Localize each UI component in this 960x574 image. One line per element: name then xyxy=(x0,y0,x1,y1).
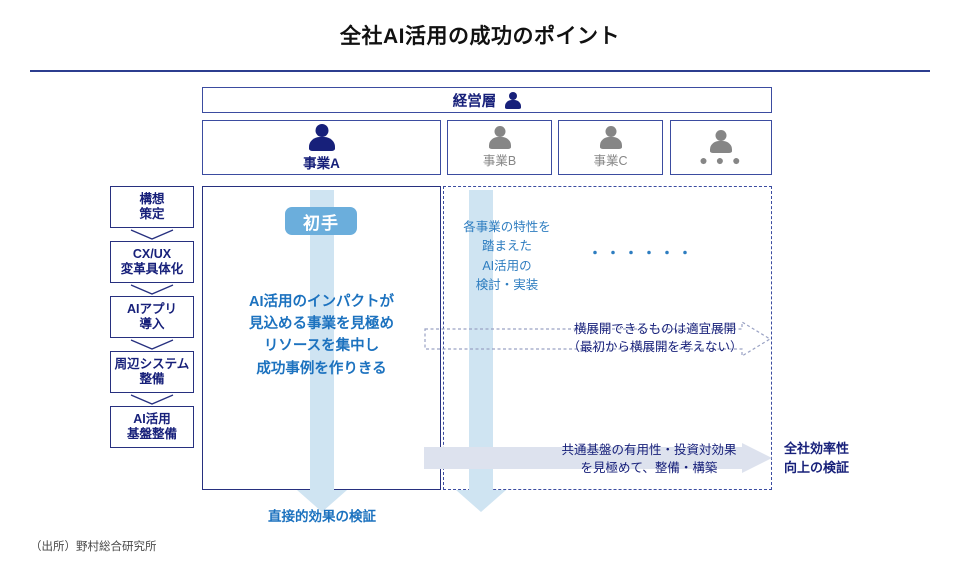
phase-line-1: 周辺システム xyxy=(114,357,190,372)
phase-box-1[interactable]: 構想 策定 xyxy=(110,186,194,228)
business-unit-more[interactable]: ● ● ● xyxy=(670,120,772,175)
first-move-badge: 初手 xyxy=(285,207,357,235)
business-unit-label: 事業A xyxy=(303,155,340,171)
other-business-approach-text: 各事業の特性を 踏まえた AI活用の 検討・実装 xyxy=(463,220,551,293)
phase-line-1: AIアプリ xyxy=(126,302,177,317)
title-divider xyxy=(30,70,930,72)
business-a-strategy-text: AI活用のインパクトが 見込める事業を見極め リソースを集中し 成功事例を作りき… xyxy=(249,294,394,377)
person-icon xyxy=(488,126,511,149)
phase-connector-2 xyxy=(130,284,174,295)
person-icon xyxy=(308,123,335,151)
phase-line-1: CX/UX xyxy=(132,247,172,262)
person-icon xyxy=(505,91,522,109)
phase-connector-3 xyxy=(130,339,174,350)
page-title: 全社AI活用の成功のポイント xyxy=(340,25,620,48)
executive-layer-box: 経営層 xyxy=(202,87,772,113)
business-unit-a[interactable]: 事業A xyxy=(202,120,441,175)
common-platform-arrow xyxy=(424,443,772,473)
phase-connector-1 xyxy=(130,229,174,240)
ellipsis-dots: ・・・・・・ xyxy=(588,245,696,261)
phase-line-2: 策定 xyxy=(139,207,165,221)
vertical-arrow-other-businesses xyxy=(456,190,506,512)
other-business-dashed-region xyxy=(443,186,772,490)
phase-box-4[interactable]: 周辺システム 整備 xyxy=(110,351,194,393)
phase-line-1: AI活用 xyxy=(133,412,171,427)
phase-box-5[interactable]: AI活用 基盤整備 xyxy=(110,406,194,448)
common-platform-text: 共通基盤の有用性・投資対効果 を見極めて、整備・構築 xyxy=(561,443,737,476)
phase-box-3[interactable]: AIアプリ 導入 xyxy=(110,296,194,338)
phase-line-2: 整備 xyxy=(139,372,165,386)
phase-box-2[interactable]: CX/UX 変革具体化 xyxy=(110,241,194,283)
person-icon xyxy=(710,130,732,153)
business-unit-label: 事業B xyxy=(482,154,517,168)
phase-line-1: 構想 xyxy=(139,192,165,207)
phase-connector-4 xyxy=(130,394,174,405)
phase-line-2: 基盤整備 xyxy=(126,427,177,441)
executive-layer-label: 経営層 xyxy=(452,93,497,110)
phase-line-2: 変革具体化 xyxy=(120,262,184,276)
phase-line-2: 導入 xyxy=(139,317,165,331)
horizontal-expansion-arrow xyxy=(424,320,772,358)
source-note: （出所）野村総合研究所 xyxy=(30,541,157,553)
vertical-arrow-business-a xyxy=(297,190,347,512)
business-unit-label: 事業C xyxy=(593,154,628,168)
business-unit-b[interactable]: 事業B xyxy=(447,120,552,175)
direct-effect-caption: 直接的効果の検証 xyxy=(268,509,376,524)
horizontal-expansion-text: 横展開できるものは適宜展開 （最初から横展開を考えない） xyxy=(567,322,743,355)
person-icon xyxy=(599,126,622,149)
business-unit-c[interactable]: 事業C xyxy=(558,120,663,175)
more-units-ellipsis: ● ● ● xyxy=(699,152,743,168)
efficiency-verification-label: 全社効率性 向上の検証 xyxy=(784,441,850,475)
